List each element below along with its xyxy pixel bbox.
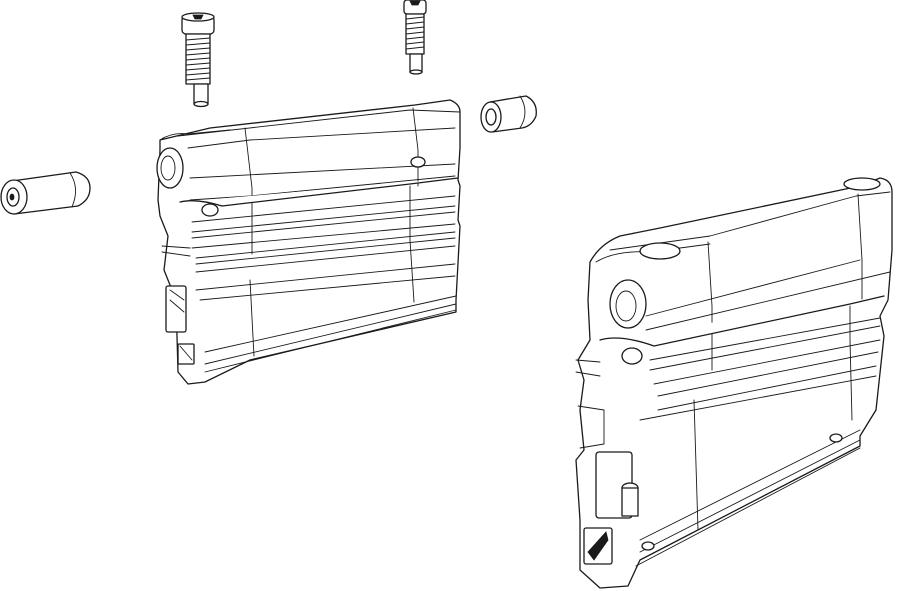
set-screw-icon bbox=[181, 12, 215, 108]
dowel-pin-icon bbox=[0, 171, 91, 215]
dowel-pin-icon bbox=[480, 95, 537, 133]
set-screw-icon bbox=[403, 0, 427, 75]
rail-clamp-block-icon bbox=[156, 99, 461, 385]
rail-clamp-block-icon bbox=[575, 177, 893, 589]
